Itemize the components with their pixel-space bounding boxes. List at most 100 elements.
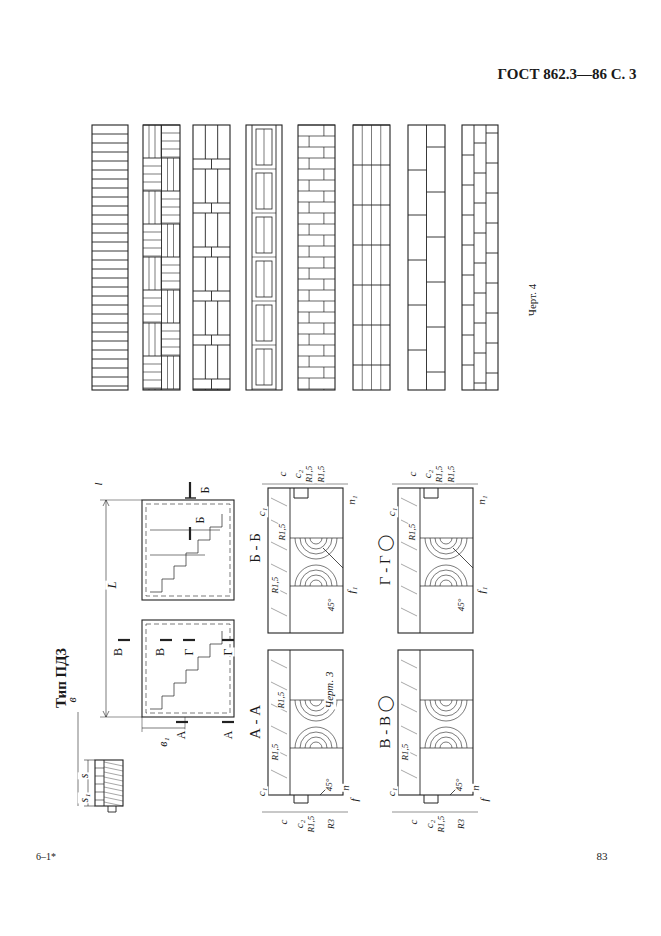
drawing-label: в₁ (157, 736, 170, 747)
drawing-line (371, 325, 372, 365)
drawing-line (380, 205, 381, 245)
drawing-path (424, 488, 438, 498)
drawing-line (143, 257, 180, 258)
drawing-line (143, 174, 162, 175)
grain-arc (310, 700, 322, 706)
drawing-line (143, 248, 162, 249)
drawing-path (294, 795, 308, 803)
drawing-line (401, 608, 417, 616)
grain-arc (430, 538, 462, 554)
drawing-label: Черт. 4 (527, 283, 539, 317)
drawing-line (252, 389, 276, 390)
drawing-line (462, 185, 474, 186)
drawing-line (323, 257, 324, 268)
drawing-line (408, 260, 427, 261)
drawing-line (371, 205, 372, 245)
drawing-line (264, 173, 265, 209)
drawing-label: c₁ (386, 787, 398, 798)
drawing-line (401, 770, 417, 778)
drawing-line (155, 389, 156, 390)
drawing-line (427, 372, 446, 373)
drawing-line (486, 343, 498, 344)
drawing-line (162, 273, 181, 274)
drawing-line (92, 233, 128, 234)
drawing-line (380, 285, 381, 325)
grain-arc (310, 580, 322, 586)
drawing-label: c (277, 471, 289, 478)
drawing-line (143, 224, 180, 225)
drawing-label: в (66, 696, 79, 703)
drawing-line (252, 125, 253, 390)
drawing-line (217, 345, 218, 379)
drawing-label: R1,5 (435, 465, 444, 484)
drawing-line (401, 682, 417, 690)
drawing-line (298, 301, 335, 302)
drawing-line (189, 527, 191, 540)
drawing-line (162, 265, 181, 266)
drawing-line (408, 215, 427, 216)
drawing-label: c₂ (292, 469, 304, 480)
drawing-line (371, 365, 372, 390)
drawing-line (271, 726, 287, 734)
drawing-label: 45° (457, 598, 466, 613)
drawing-line (92, 332, 128, 333)
drawing-line (362, 205, 363, 245)
drawing-line (474, 143, 486, 144)
drawing-label: c₂ (294, 819, 306, 830)
drawing-label: 83 (596, 851, 609, 863)
drawing-outline (268, 650, 343, 795)
drawing-label: R1,5 (271, 576, 280, 595)
drawing-line (309, 180, 310, 191)
drawing-line (380, 245, 381, 285)
drawing-line (486, 125, 487, 390)
drawing-line (271, 542, 287, 550)
drawing-line (162, 223, 181, 224)
drawing-line (205, 257, 206, 291)
drawing-line (205, 169, 206, 203)
drawing-line (323, 169, 324, 180)
drawing-line (143, 389, 180, 390)
drawing-line (474, 353, 486, 354)
drawing-outline (256, 217, 272, 253)
drawing-line (309, 290, 310, 301)
drawing-line (155, 257, 156, 290)
drawing-label: s (78, 773, 91, 780)
drawing-line (185, 497, 196, 498)
drawing-line (211, 291, 212, 301)
drawing-line (143, 190, 162, 191)
drawing-line (323, 213, 324, 224)
drawing-line (150, 555, 205, 556)
drawing-label: c₂ (422, 469, 434, 480)
drawing-line (262, 812, 348, 813)
grain-arc (305, 575, 327, 586)
drawing-line (298, 202, 335, 203)
drawing-line (106, 500, 107, 717)
drawing-label: c (407, 471, 419, 478)
drawing-label: c (278, 819, 290, 826)
drawing-line (92, 314, 128, 315)
drawing-line (92, 143, 128, 144)
drawing-outline (146, 504, 230, 596)
drawing-line (92, 386, 128, 387)
drawing-line (323, 323, 324, 334)
drawing-line (271, 608, 287, 616)
drawing-line (427, 327, 446, 328)
drawing-line (217, 213, 218, 247)
drawing-line (252, 213, 276, 214)
drawing-line (143, 388, 162, 389)
drawing-line (298, 356, 335, 357)
drawing-label: R1,5 (447, 465, 456, 484)
drawing-label: c₁ (256, 787, 268, 798)
drawing-line (211, 247, 212, 257)
drawing-line (162, 215, 181, 216)
drawing-label: R1,5 (317, 465, 326, 484)
drawing-line (142, 728, 185, 729)
drawing-line (149, 191, 150, 224)
drawing-line (173, 158, 174, 191)
grain-arc (440, 742, 452, 748)
drawing-line (104, 797, 123, 801)
drawing-line (95, 768, 104, 769)
drawing-line (92, 179, 128, 180)
drawing-path (103, 500, 109, 506)
